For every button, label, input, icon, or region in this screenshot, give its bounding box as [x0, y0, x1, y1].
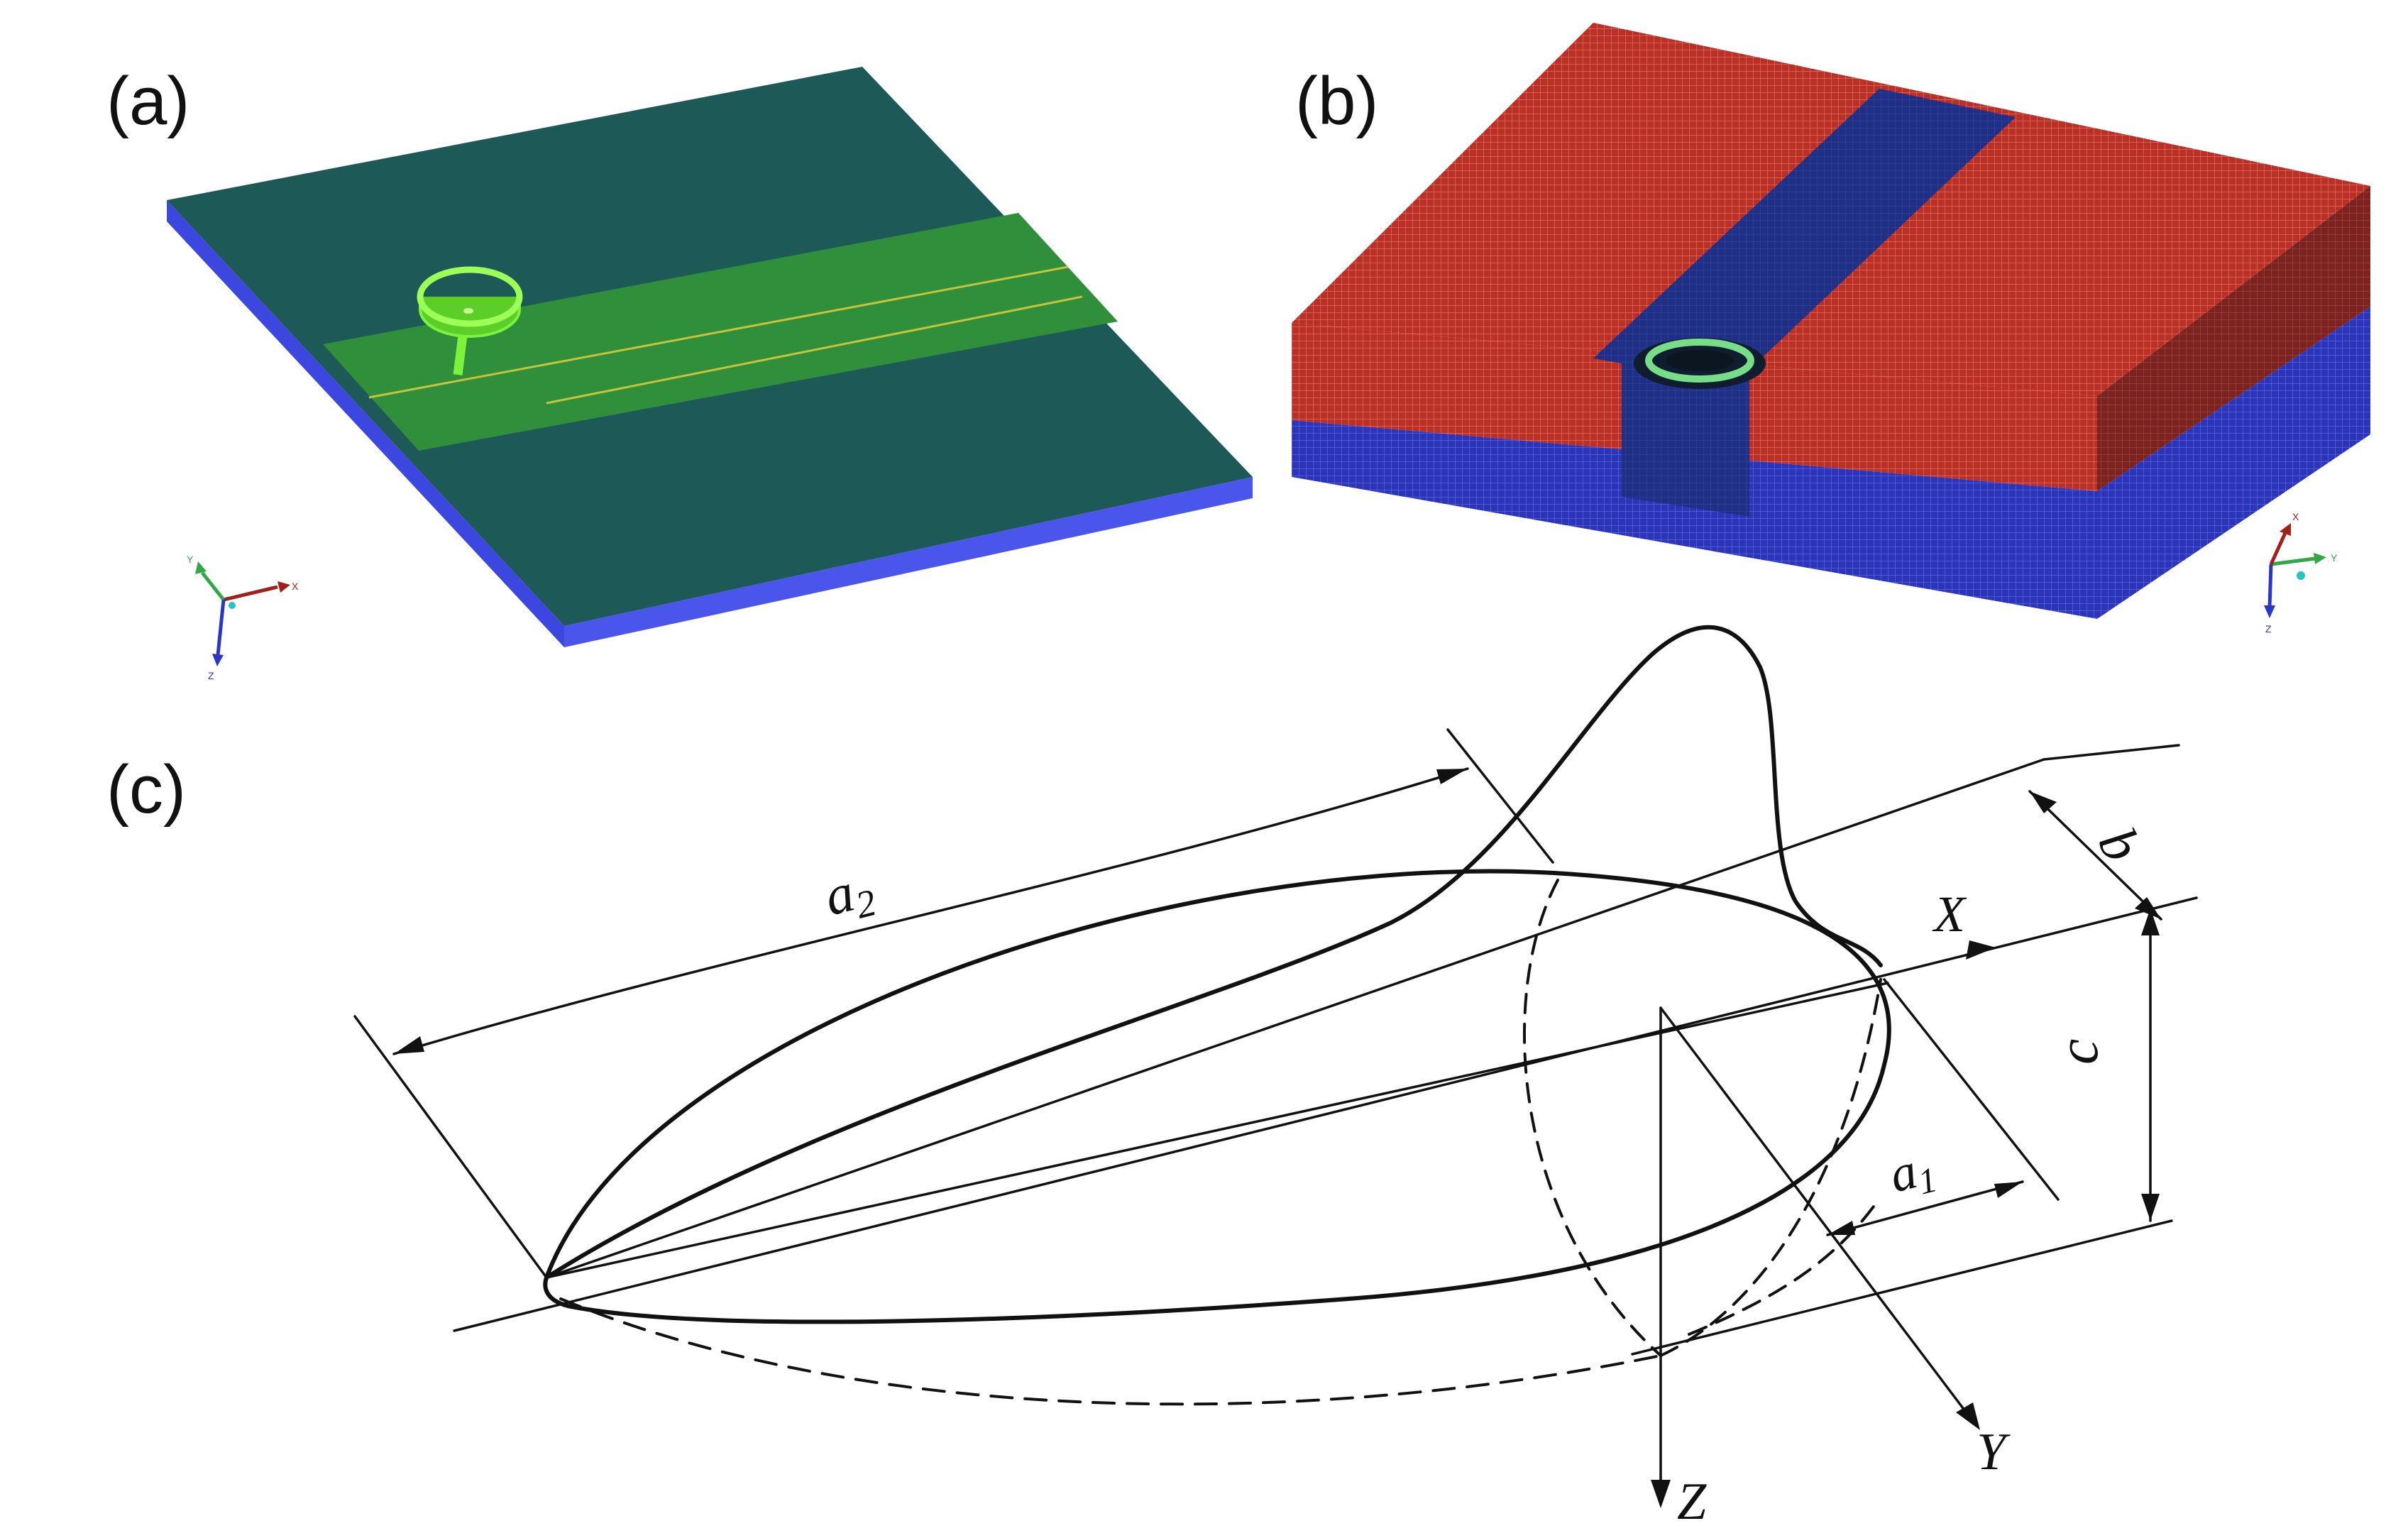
- cross-section-dashed: [1523, 879, 1662, 1357]
- triad-b-x-arrow: [2280, 523, 2291, 536]
- panel-b: (b): [1292, 23, 2370, 635]
- c-arrow-top: [2141, 908, 2160, 935]
- triad-b-z-label: Z: [2265, 623, 2272, 635]
- y-axis-label: Y: [1977, 1423, 2011, 1481]
- a1-arrow-left: [1827, 1221, 1855, 1235]
- ring-top: [417, 266, 523, 327]
- heat-flux-curve: [544, 625, 1883, 1280]
- mesh-model: [1292, 23, 2370, 619]
- panel-a-label: (a): [106, 63, 189, 139]
- panel-c: (c): [106, 625, 2198, 1531]
- centre-reference-line: [545, 982, 1889, 1279]
- strip-line-lower: [546, 295, 1083, 405]
- y-axis-line: [1659, 1006, 1973, 1421]
- triad-b-z-arrow: [2264, 605, 2275, 618]
- ring-imprint-band: [1645, 339, 1754, 383]
- ring-heat-source: [417, 266, 523, 375]
- triad-b-x-axis: [2269, 532, 2287, 566]
- top-reference-line: [545, 758, 2045, 1279]
- substrate-front-face: [1292, 420, 2097, 619]
- triad-a-x-axis: [223, 585, 278, 602]
- ring-imprint: [1634, 338, 1766, 389]
- a2-arrow-left: [394, 1036, 424, 1054]
- axis-triad-b: X Y Z: [2264, 511, 2338, 635]
- triad-b-y-axis: [2270, 556, 2316, 566]
- bottom-dashed-curve: [559, 1297, 1662, 1406]
- mesh-front-strip: [1622, 355, 1749, 517]
- b-label: b: [2087, 818, 2154, 871]
- rear-dashed-curve-inner: [1688, 1205, 1875, 1336]
- panel-a: (a): [106, 63, 1253, 681]
- z-axis-label: Z: [1677, 1473, 1707, 1531]
- axis-triad-a: X Y Z: [187, 554, 299, 681]
- a1-boundary-line: [1883, 978, 2060, 1201]
- triad-a-z-arrow: [212, 654, 224, 666]
- triad-a-y-axis: [201, 571, 225, 601]
- x-axis-label: X: [1932, 886, 1967, 943]
- a1-dimension-line: [1826, 1180, 2024, 1236]
- c-label: c: [2045, 1039, 2110, 1065]
- rear-dashed-curve: [1659, 978, 1882, 1357]
- substrate-right-face: [2097, 307, 2370, 619]
- ring-center: [463, 308, 473, 314]
- triad-a-origin: [229, 602, 236, 609]
- bottom-reference-line: [1631, 1219, 2173, 1356]
- triad-a-x-arrow: [277, 581, 290, 593]
- z-axis-arrow: [1651, 1480, 1671, 1508]
- triad-b-origin: [2297, 571, 2305, 580]
- plate-side-left: [167, 200, 564, 647]
- c-arrow-bottom: [2141, 1194, 2160, 1221]
- mesh-right-face: [2097, 186, 2370, 491]
- triad-a-x-label: X: [292, 581, 299, 592]
- triad-b-y-arrow: [2314, 553, 2326, 564]
- a1-arrow-right: [1994, 1182, 2023, 1198]
- a2-arrow-right: [1436, 769, 1468, 784]
- panel-b-label: (b): [1295, 63, 1378, 139]
- x-axis-line: [453, 896, 2198, 1332]
- triad-a-z-label: Z: [208, 670, 214, 681]
- triad-a-z-axis: [216, 599, 226, 656]
- triad-a-y-label: Y: [187, 554, 194, 565]
- a2-extension-right: [1446, 728, 1554, 864]
- triad-a-y-arrow: [195, 561, 207, 574]
- b-arrow-bottom: [2135, 897, 2161, 919]
- triad-b-x-label: X: [2292, 511, 2299, 522]
- strip-line-upper: [368, 265, 1069, 399]
- ring-imprint-center: [1666, 350, 1734, 371]
- plate-model: [167, 67, 1253, 647]
- a2-dimension-line: [392, 767, 1469, 1055]
- a2-extension-left: [353, 1015, 548, 1279]
- x-axis-arrow: [1966, 940, 1996, 960]
- a2-label: a2: [818, 856, 880, 933]
- triad-b-y-label: Y: [2331, 552, 2338, 564]
- y-axis-arrow: [1956, 1402, 1980, 1430]
- b-extension-top: [2043, 744, 2180, 761]
- double-ellipsoid-diagram: [353, 625, 2198, 1508]
- ellipsoid-outline: [543, 869, 1891, 1324]
- b-arrow-top: [2030, 791, 2057, 813]
- triad-b-z-axis: [2267, 564, 2273, 608]
- mesh-top-strip: [1593, 89, 2016, 383]
- panel-c-label: (c): [106, 752, 186, 828]
- a1-label: a1: [1884, 1138, 1941, 1208]
- b-dimension-line: [2028, 790, 2162, 921]
- plate-side-front: [564, 477, 1253, 647]
- ring-band: [419, 297, 521, 338]
